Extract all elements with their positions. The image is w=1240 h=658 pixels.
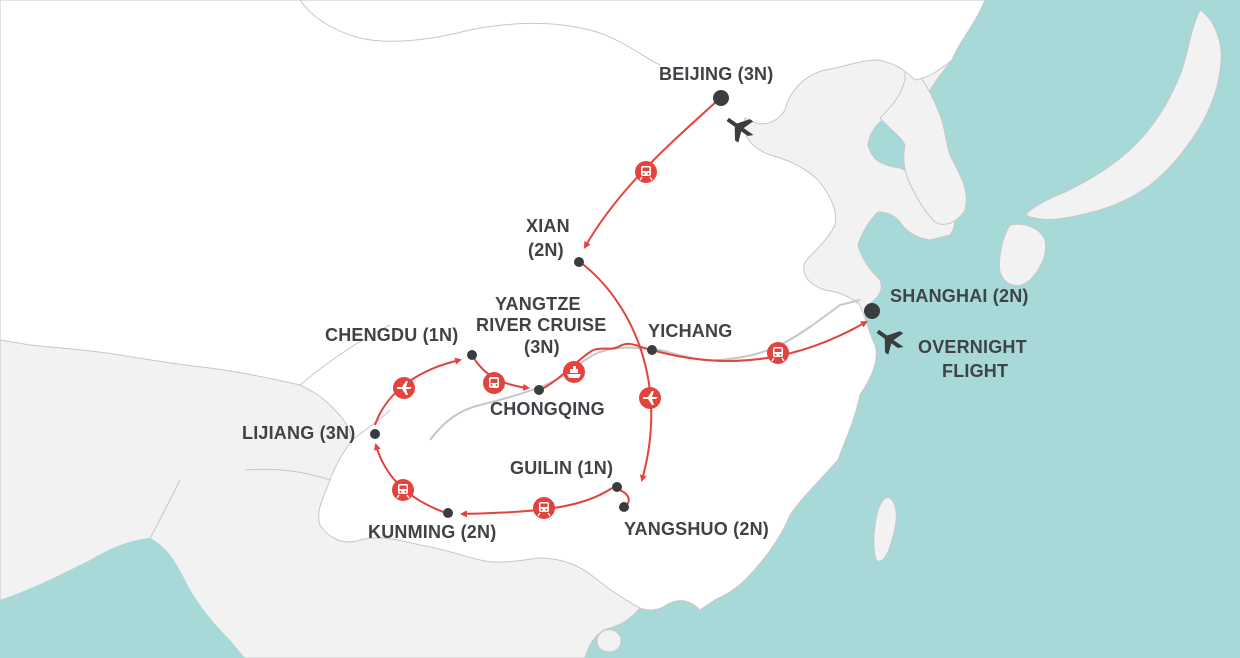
city-marker-yangshuo xyxy=(619,502,629,512)
label-river-cruise: RIVER CRUISE xyxy=(476,315,606,335)
route-yichang-shanghai xyxy=(651,320,868,362)
train-icon xyxy=(766,341,790,365)
label-yangshuo: YANGSHUO (2N) xyxy=(624,519,769,539)
korea xyxy=(879,58,967,225)
label-shanghai: SHANGHAI (2N) xyxy=(890,286,1029,306)
label-beijing: BEIJING (3N) xyxy=(659,64,773,84)
label-kunming: KUNMING (2N) xyxy=(368,522,496,542)
boat-icon xyxy=(563,361,585,383)
label-yangtze: YANGTZE xyxy=(495,294,581,314)
train-icon xyxy=(391,478,415,502)
city-marker-kunming xyxy=(443,508,453,518)
china-land xyxy=(0,0,986,611)
label-xian: XIAN xyxy=(526,216,570,236)
city-marker-shanghai xyxy=(864,303,880,319)
label-cruise-nights: (3N) xyxy=(524,337,560,357)
train-icon xyxy=(634,160,658,184)
label-chengdu: CHENGDU (1N) xyxy=(325,325,458,345)
city-marker-chengdu xyxy=(467,350,477,360)
label-xian-nights: (2N) xyxy=(528,240,564,260)
city-marker-yichang xyxy=(647,345,657,355)
label-guilin: GUILIN (1N) xyxy=(510,458,613,478)
label-yichang: YICHANG xyxy=(648,321,732,341)
label-overnight: OVERNIGHT xyxy=(918,337,1027,357)
japan-south xyxy=(999,223,1047,287)
city-marker-chongqing xyxy=(534,385,544,395)
taiwan xyxy=(873,497,897,562)
route-xian-guilin xyxy=(579,261,653,483)
airplane-icon xyxy=(393,377,415,399)
city-marker-xian xyxy=(574,257,584,267)
border-lines xyxy=(149,0,661,539)
city-marker-guilin xyxy=(612,482,622,492)
train-icon xyxy=(532,496,556,520)
hainan xyxy=(596,629,622,653)
label-chongqing: CHONGQING xyxy=(490,399,605,419)
airplane-icon xyxy=(639,387,661,409)
japan-main xyxy=(1024,9,1222,220)
city-marker-lijiang xyxy=(370,429,380,439)
bus-icon xyxy=(483,372,505,394)
label-lijiang: LIJIANG (3N) xyxy=(242,423,355,443)
andaman-sea xyxy=(0,538,245,658)
label-flight: FLIGHT xyxy=(942,361,1008,381)
city-marker-beijing xyxy=(713,90,729,106)
